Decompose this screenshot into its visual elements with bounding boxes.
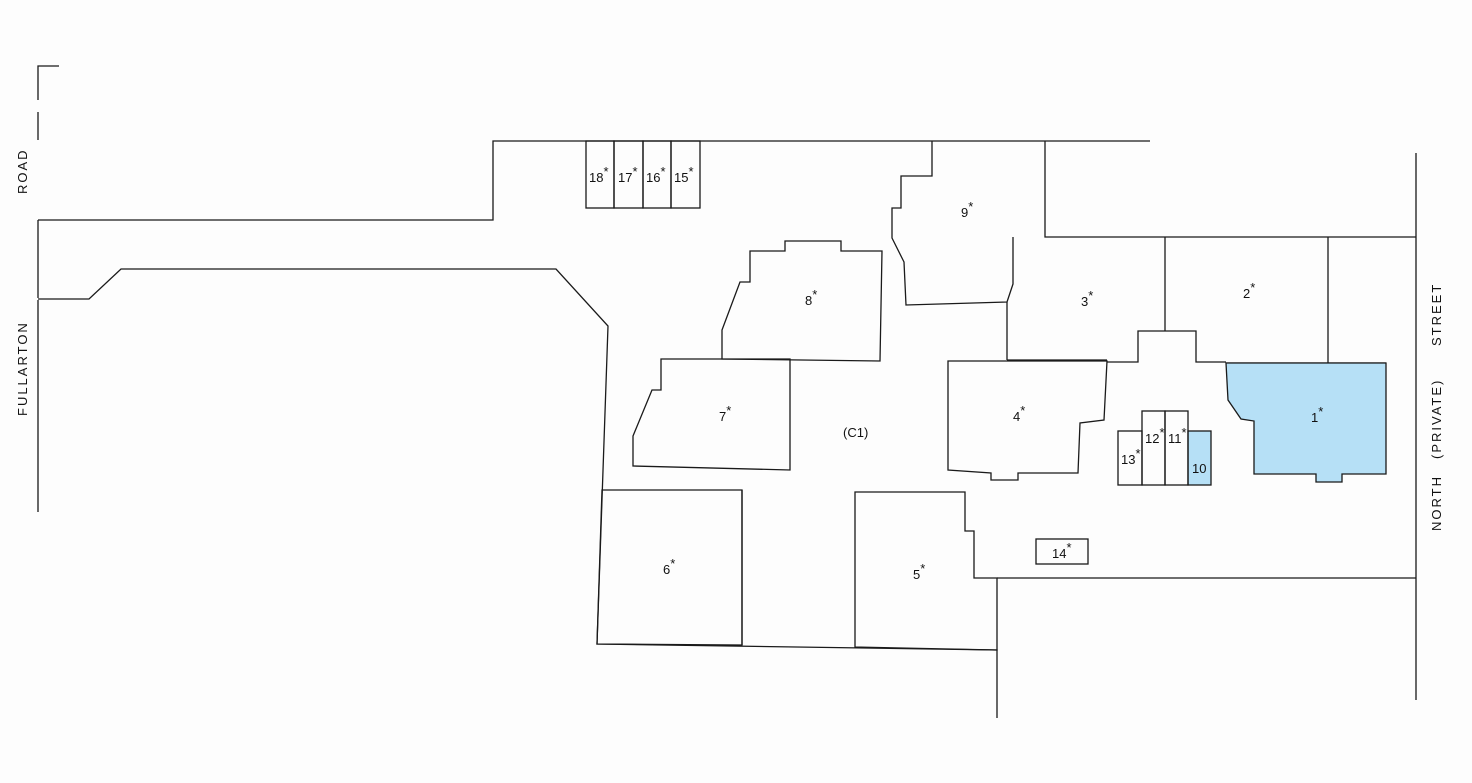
lot-15[interactable]	[670, 140, 701, 209]
lot-6-label: 6*	[663, 556, 675, 577]
site-boundary	[38, 140, 1416, 718]
street-labels: ROAD FULLARTON STREET (PRIVATE) NORTH	[15, 148, 1444, 531]
lot-9-label: 9*	[961, 199, 973, 220]
lot-13[interactable]	[1117, 430, 1143, 486]
lot-15-label: 15*	[674, 164, 694, 185]
lot-5-label: 5*	[913, 561, 925, 582]
lot-2-label: 2*	[1243, 280, 1255, 301]
lot-16-label: 16*	[646, 164, 666, 185]
lot-10[interactable]	[1187, 430, 1212, 486]
lot-11-label: 11*	[1168, 425, 1187, 446]
street-label: STREET	[1429, 283, 1444, 346]
road-boundary-lines	[37, 65, 1417, 700]
lot-labels: 1* 2* 3* 4* 5* 6* 7* 8* 9* 10 11* 12* 13…	[589, 164, 1323, 582]
lot-4-label: 4*	[1013, 403, 1025, 424]
lots	[585, 140, 1387, 651]
common-property-label: (C1)	[843, 425, 868, 440]
lot-7-label: 7*	[719, 403, 731, 424]
lot-18-label: 18*	[589, 164, 609, 185]
lot-13-label: 13*	[1121, 446, 1141, 467]
road-label: ROAD	[15, 148, 30, 194]
lot-3-label: 3*	[1081, 288, 1093, 309]
lot-12-label: 12*	[1145, 425, 1165, 446]
lot-1[interactable]	[1225, 362, 1387, 483]
lot-8-label: 8*	[805, 287, 817, 308]
north-label: NORTH	[1429, 475, 1444, 531]
lot-17-label: 17*	[618, 164, 638, 185]
lot-6[interactable]	[596, 489, 743, 646]
private-label: (PRIVATE)	[1429, 379, 1444, 459]
lot-5[interactable]	[854, 491, 998, 651]
lot-11[interactable]	[1164, 410, 1189, 486]
lot-14[interactable]	[1035, 538, 1089, 565]
lot-10-label: 10	[1192, 461, 1206, 476]
lot-14-label: 14*	[1052, 540, 1072, 561]
lot-12[interactable]	[1141, 410, 1166, 486]
lot-1-label: 1*	[1311, 404, 1323, 425]
lot-7[interactable]	[632, 358, 791, 471]
lot-4[interactable]	[947, 360, 1108, 481]
fullarton-label: FULLARTON	[15, 321, 30, 416]
lot-8[interactable]	[721, 240, 883, 362]
